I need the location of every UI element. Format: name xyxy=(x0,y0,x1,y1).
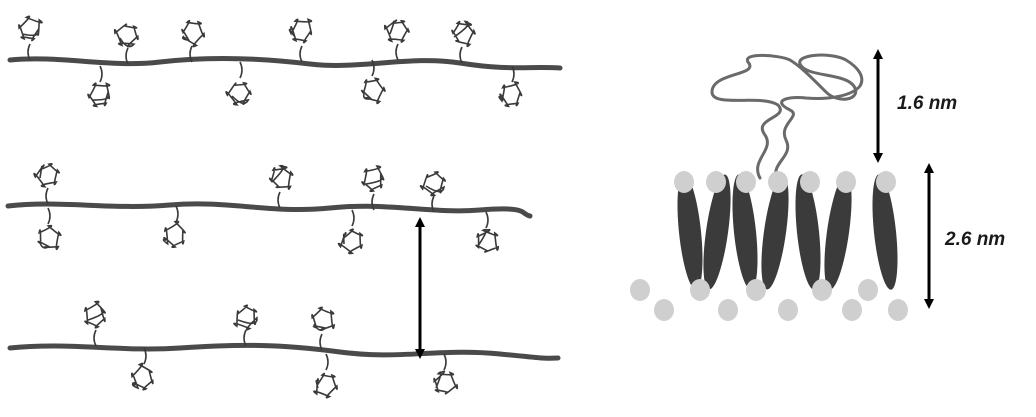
bilayer-structure xyxy=(630,55,908,321)
polymer-coil xyxy=(338,210,362,253)
lipid-head xyxy=(836,171,856,193)
lipid-head xyxy=(736,171,756,193)
strand-2 xyxy=(8,204,530,216)
polymer-coil xyxy=(88,66,110,106)
polymer-coil xyxy=(85,301,105,346)
lipid-head xyxy=(858,279,878,301)
polymer-coil xyxy=(434,354,457,394)
lipid-head xyxy=(876,171,896,193)
lipid-head xyxy=(718,299,738,321)
polymer-coil xyxy=(421,172,446,212)
lipid-head xyxy=(768,171,788,193)
polymer-coil xyxy=(34,164,59,204)
lipid-head xyxy=(630,279,650,301)
polymer-coil xyxy=(132,348,153,390)
polymer-coil xyxy=(234,305,257,346)
lipid-head xyxy=(690,279,710,301)
strand-3 xyxy=(10,345,558,358)
lipid-head xyxy=(778,299,798,321)
polymer-coil xyxy=(452,21,475,63)
polymer-coil xyxy=(476,212,498,252)
upper-thickness-label: 1.6 nm xyxy=(897,93,957,115)
lipid-head xyxy=(888,299,908,321)
lipid-head xyxy=(812,279,832,301)
polymer-layers xyxy=(8,16,560,397)
polymer-coil xyxy=(115,24,138,64)
lipid-head xyxy=(746,279,766,301)
polymer-coil xyxy=(38,208,61,249)
lipid-head xyxy=(842,299,862,321)
lower-thickness-label: 2.6 nm xyxy=(945,229,1005,251)
polymer-coil xyxy=(314,354,337,398)
polymer-coil xyxy=(362,166,384,210)
polymer-coil xyxy=(385,20,409,60)
polymer-coil xyxy=(289,19,311,62)
polymer-coil xyxy=(226,62,251,105)
polymer-coil xyxy=(499,66,522,106)
polymer-coil xyxy=(19,16,42,60)
strand-1 xyxy=(10,58,560,68)
lipid-head xyxy=(800,171,820,193)
surface-coil xyxy=(712,55,862,178)
lipid-head xyxy=(706,171,726,193)
polymer-coil xyxy=(163,206,185,247)
polymer-coil xyxy=(312,307,334,350)
lipid-head xyxy=(654,299,674,321)
lipid-group xyxy=(630,171,908,321)
lipid-head xyxy=(674,171,694,193)
polymer-coil xyxy=(182,21,204,62)
polymer-coil xyxy=(270,166,293,208)
